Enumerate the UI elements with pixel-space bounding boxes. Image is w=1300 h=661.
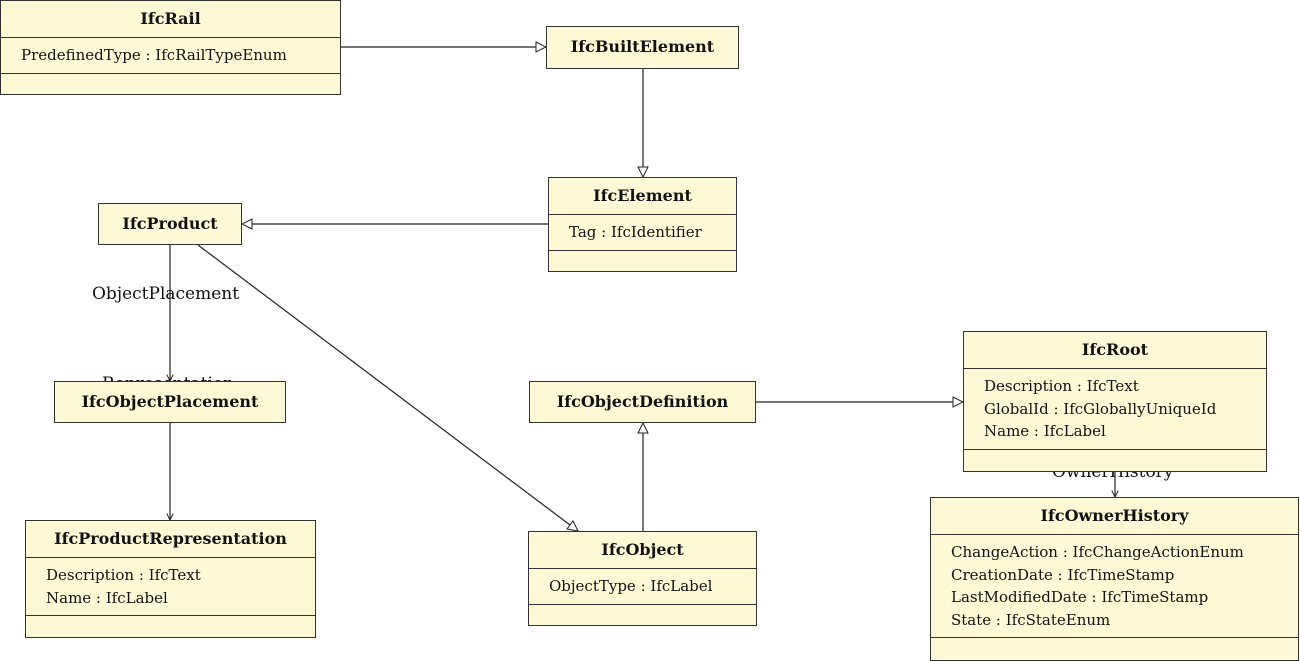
class-name: IfcObject [529, 532, 756, 569]
operation-compartment [549, 251, 736, 269]
attribute: GlobalId : IfcGloballyUniqueId [984, 399, 1217, 418]
attribute: Description : IfcText [46, 566, 201, 584]
class-name: IfcElement [549, 178, 736, 215]
class-ifc-object[interactable]: IfcObject ObjectType : IfcLabel [528, 531, 757, 626]
operation-compartment [26, 616, 315, 634]
operation-compartment [931, 638, 1298, 656]
generalization-product-to-object [197, 244, 578, 531]
attribute-list: ChangeAction : IfcChangeActionEnum Creat… [931, 535, 1298, 638]
class-name: IfcObjectDefinition [556, 392, 729, 411]
attribute: ObjectType : IfcLabel [549, 577, 713, 595]
attribute: CreationDate : IfcTimeStamp [951, 565, 1175, 584]
class-ifc-owner-history[interactable]: IfcOwnerHistory ChangeAction : IfcChange… [930, 497, 1299, 661]
class-ifc-root[interactable]: IfcRoot Description : IfcText GlobalId :… [963, 331, 1267, 472]
attribute-list: Description : IfcText GlobalId : IfcGlob… [964, 369, 1266, 450]
attribute: LastModifiedDate : IfcTimeStamp [951, 588, 1209, 606]
attribute-list: PredefinedType : IfcRailTypeEnum [1, 38, 340, 74]
class-ifc-object-definition[interactable]: IfcObjectDefinition [529, 381, 756, 423]
label-object-placement: ObjectPlacement [92, 284, 240, 304]
class-name: IfcProductRepresentation [26, 521, 315, 558]
attribute: PredefinedType : IfcRailTypeEnum [21, 46, 287, 64]
attribute: State : IfcStateEnum [951, 610, 1111, 629]
attribute: Description : IfcText [984, 377, 1139, 395]
class-ifc-object-placement[interactable]: IfcObjectPlacement [54, 381, 286, 423]
class-name: IfcProduct [122, 214, 218, 233]
class-ifc-built-element[interactable]: IfcBuiltElement [546, 26, 739, 69]
class-name: IfcBuiltElement [570, 37, 715, 56]
class-ifc-product-representation[interactable]: IfcProductRepresentation Description : I… [25, 520, 316, 638]
class-name: IfcRail [1, 1, 340, 38]
operation-compartment [1, 74, 340, 92]
attribute-list: Description : IfcText Name : IfcLabel [26, 558, 315, 616]
attribute: ChangeAction : IfcChangeActionEnum [951, 543, 1244, 561]
class-name: IfcOwnerHistory [931, 498, 1298, 535]
class-ifc-element[interactable]: IfcElement Tag : IfcIdentifier [548, 177, 737, 272]
attribute: Name : IfcLabel [984, 422, 1106, 440]
class-ifc-product[interactable]: IfcProduct [98, 203, 242, 245]
attribute-list: Tag : IfcIdentifier [549, 215, 736, 251]
class-ifc-rail[interactable]: IfcRail PredefinedType : IfcRailTypeEnum [0, 0, 341, 95]
operation-compartment [964, 450, 1266, 468]
class-name: IfcRoot [964, 332, 1266, 369]
operation-compartment [529, 605, 756, 623]
attribute-list: ObjectType : IfcLabel [529, 569, 756, 605]
class-name: IfcObjectPlacement [81, 392, 259, 411]
attribute: Tag : IfcIdentifier [569, 223, 702, 241]
attribute: Name : IfcLabel [46, 588, 168, 607]
